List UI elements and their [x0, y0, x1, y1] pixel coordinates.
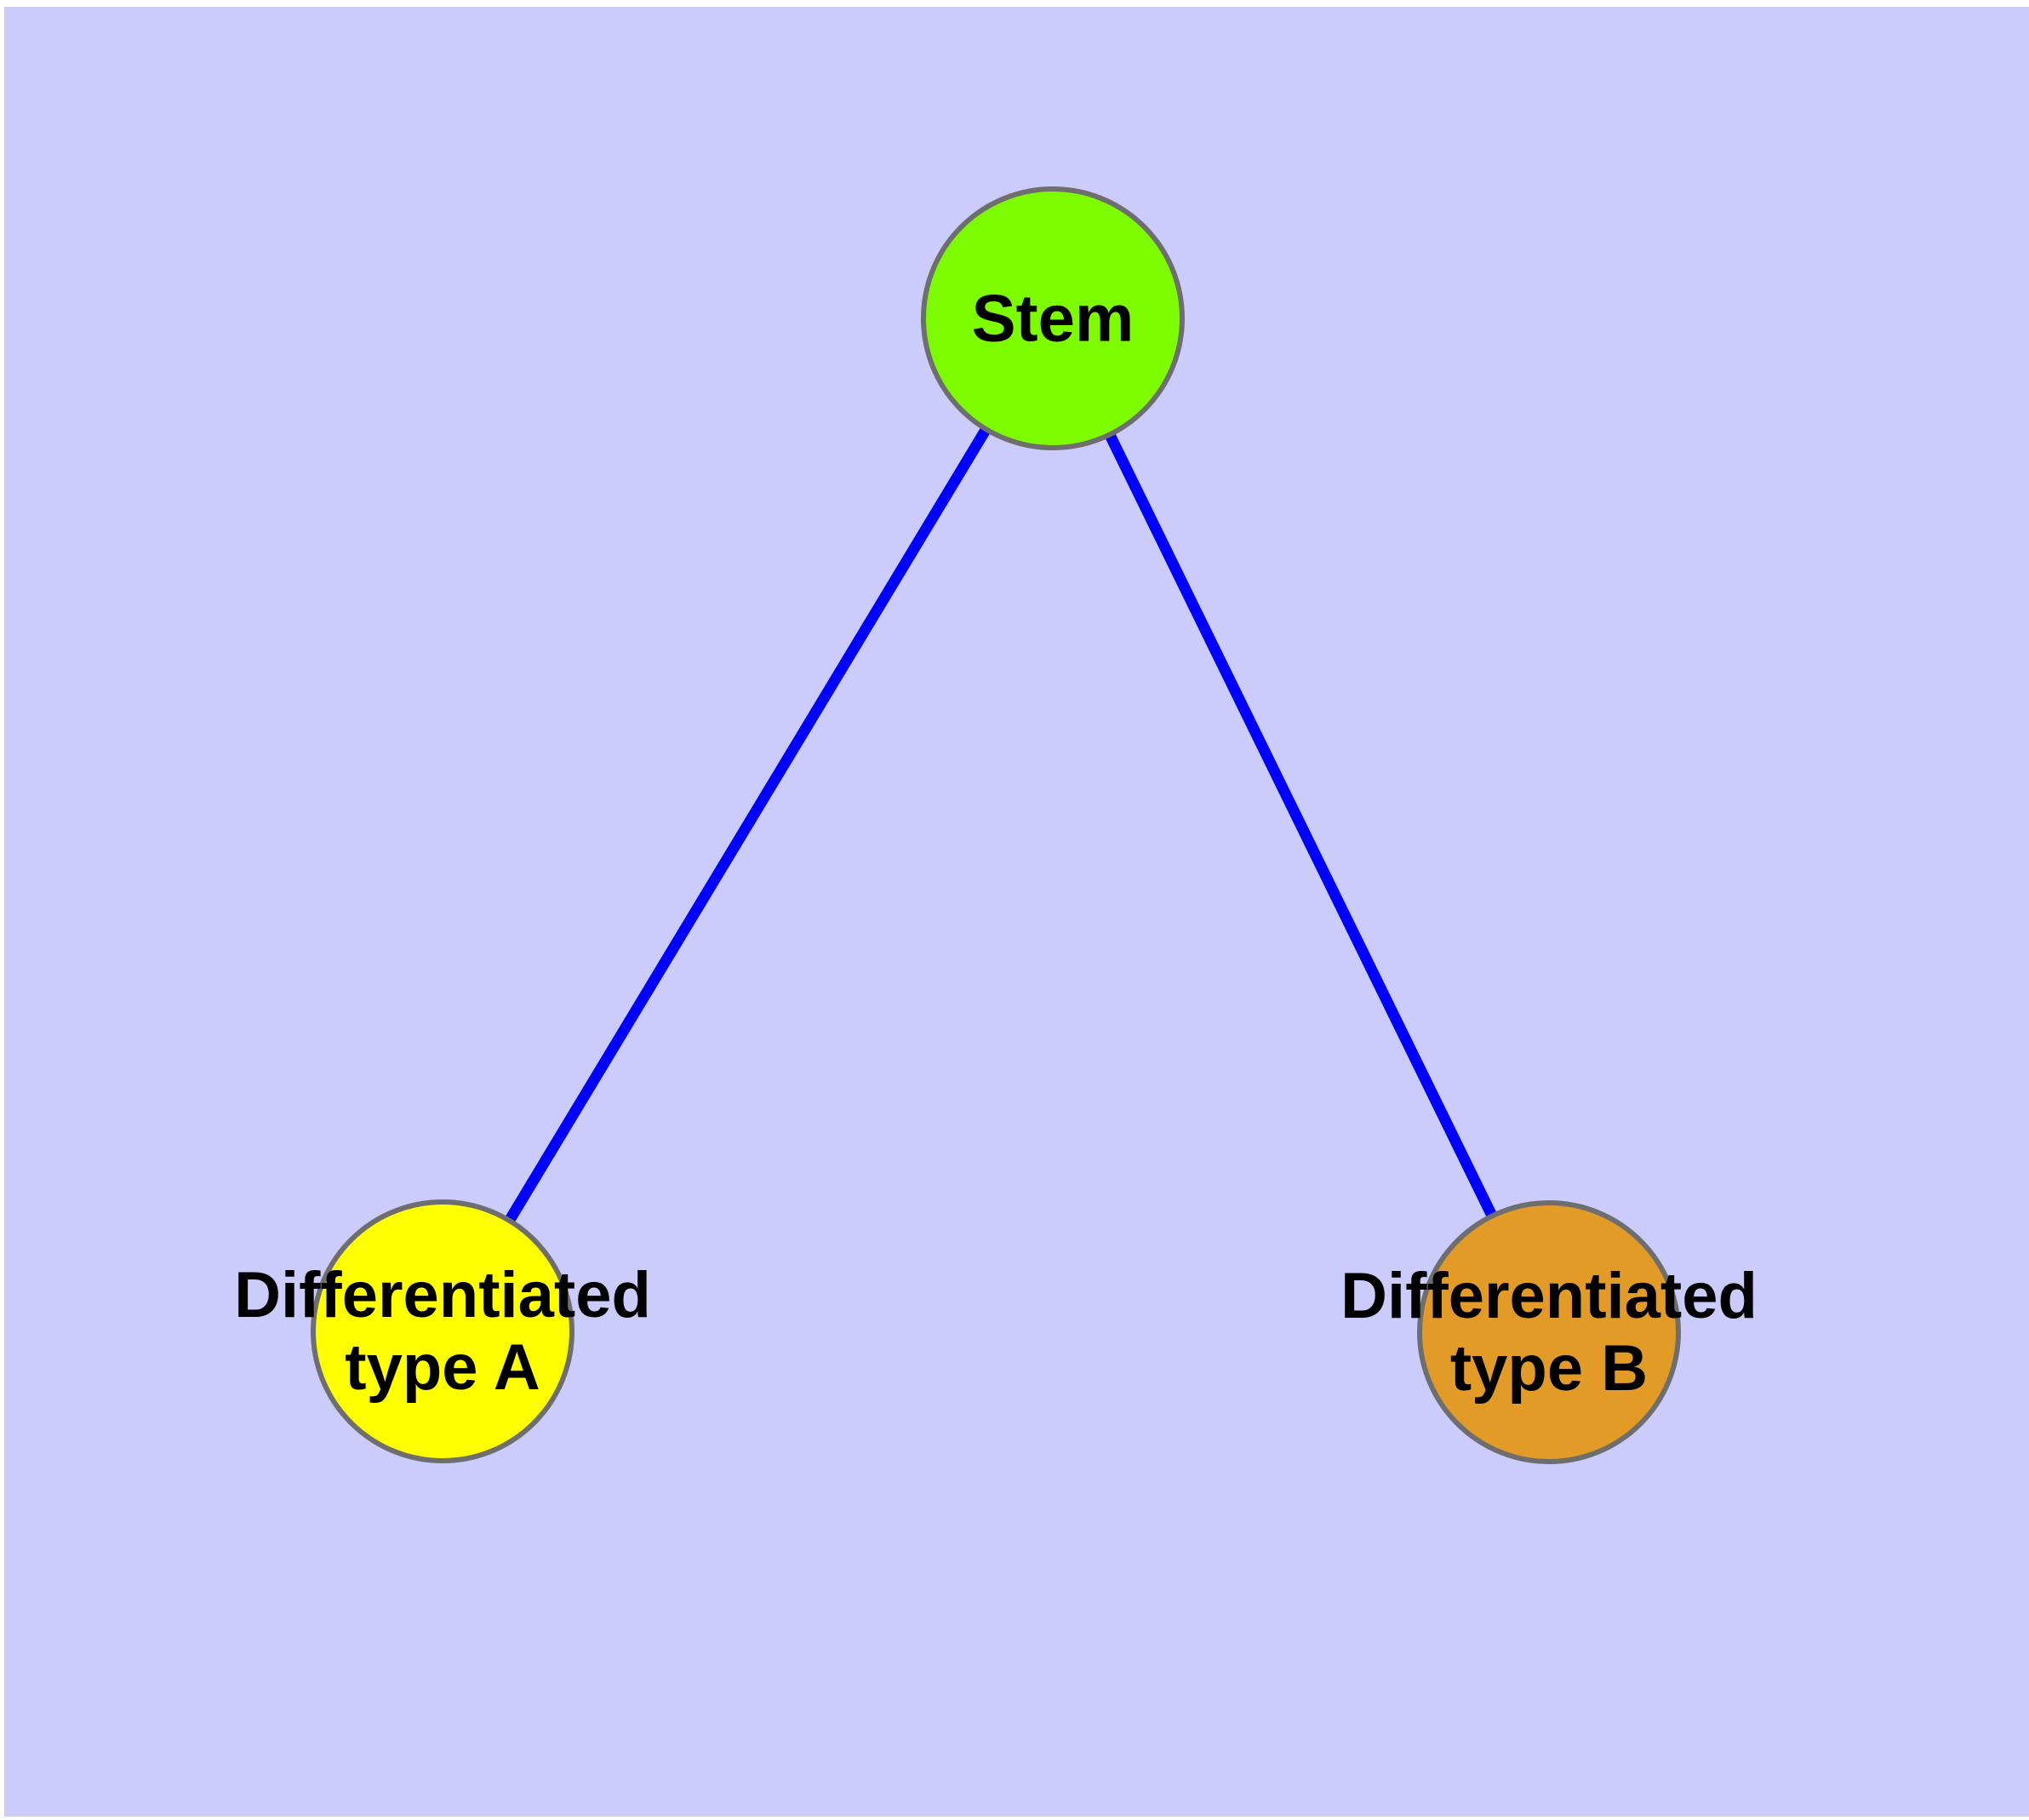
graph-node-diff_a[interactable] — [311, 1199, 574, 1463]
graph-edge — [1048, 316, 1554, 1335]
graph-node-stem[interactable] — [921, 186, 1185, 450]
graph-edge — [437, 315, 1058, 1335]
node-layer — [311, 186, 1681, 1464]
graph-node-diff_b[interactable] — [1417, 1200, 1681, 1464]
graph-svg — [311, 186, 1681, 1464]
edge-layer — [437, 315, 1554, 1335]
